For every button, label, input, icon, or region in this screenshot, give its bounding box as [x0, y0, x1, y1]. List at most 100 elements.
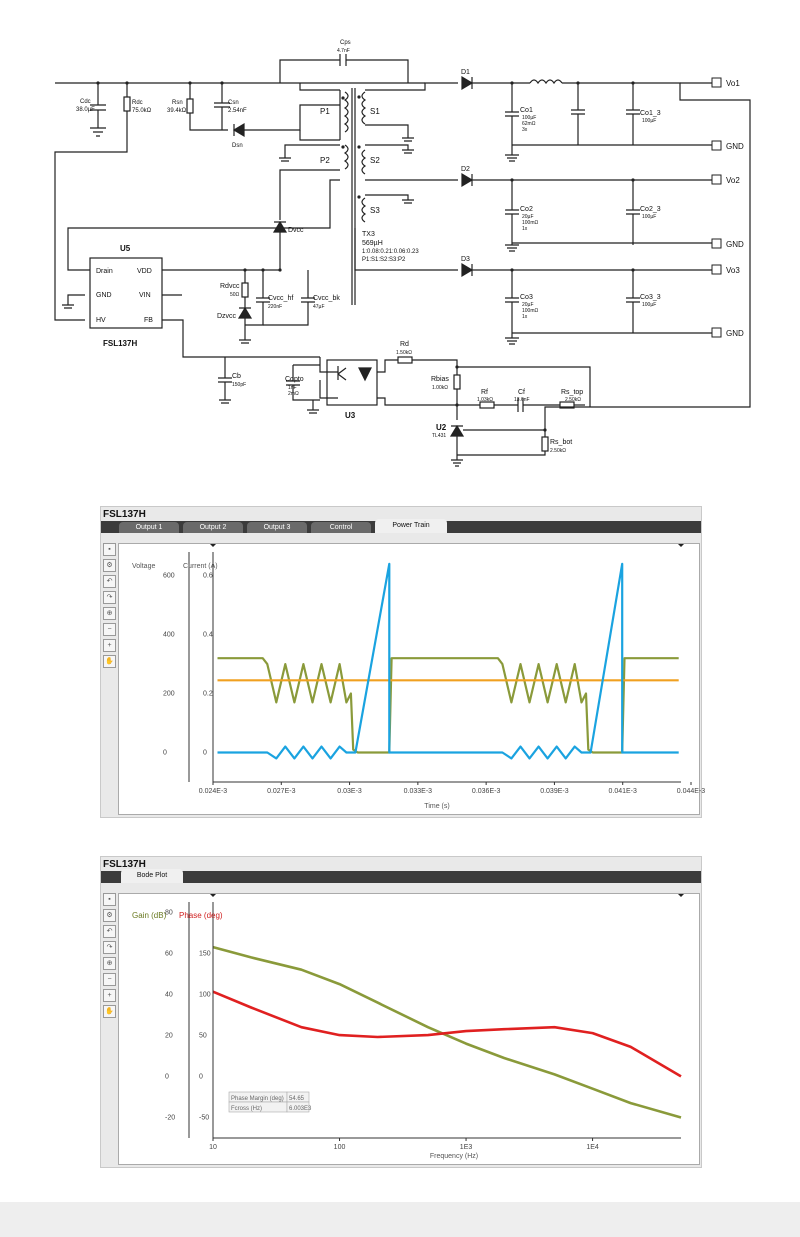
phase-tick-label: 150: [199, 950, 211, 957]
pin-fb: FB: [144, 317, 153, 324]
value-co3-n: 1x: [522, 314, 528, 320]
label-rbias: Rbias: [431, 376, 449, 383]
label-dsn: Dsn: [232, 143, 243, 149]
phase-tick-label: -50: [199, 1114, 209, 1121]
label-tx3: TX3: [362, 231, 375, 238]
tab-bode-plot[interactable]: Bode Plot: [121, 869, 183, 883]
value-cps: 4.7nF: [337, 48, 350, 54]
pin-vin: VIN: [139, 292, 151, 299]
value-co2-n: 1x: [522, 226, 528, 232]
gain-tick-label: 40: [165, 991, 173, 998]
voltage-tick-label: 200: [163, 691, 175, 698]
value-cf: 13.6nF: [514, 397, 530, 403]
x-tick-label: 10: [209, 1144, 217, 1151]
save-icon[interactable]: ▪: [103, 543, 116, 556]
label-co1-3: Co1_3: [640, 110, 661, 117]
label-rsn: Rsn: [172, 100, 183, 106]
label-csn: Csn: [228, 100, 239, 106]
axis-label-voltage: Voltage: [132, 563, 155, 570]
value-tx3-l: 569µH: [362, 240, 383, 247]
axis-label-frequency: Frequency (Hz): [430, 1153, 478, 1160]
label-cdc: Cdc: [80, 99, 91, 105]
series-line-gain: [212, 945, 682, 1119]
margin-readout: Phase Margin (deg) 54.65 Fcross (Hz) 6.0…: [228, 1091, 312, 1113]
zoom-out-icon[interactable]: −: [103, 623, 116, 636]
value-u2: TL431: [432, 433, 446, 439]
terminal-vo2: Vo2: [726, 176, 740, 185]
cursor-marker-right[interactable]: [678, 544, 684, 547]
gain-tick-label: 80: [165, 909, 173, 916]
zoom-in-icon[interactable]: +: [103, 639, 116, 652]
pan-hand-icon[interactable]: ✋: [103, 655, 116, 668]
label-u2: U2: [436, 423, 447, 432]
value-rd: 1.50kΩ: [396, 350, 412, 356]
value-rdvcc: 50Ω: [230, 292, 240, 298]
redo-icon[interactable]: ↷: [103, 591, 116, 604]
x-tick-label: 1E3: [460, 1144, 473, 1151]
terminal-gnd-1: GND: [726, 142, 744, 151]
value-tx3-windings: P1:S1:S2:S3:P2: [362, 257, 406, 263]
zoom-in-icon[interactable]: +: [103, 989, 116, 1002]
x-tick-label: 0.036E-3: [472, 788, 501, 795]
label-cb: Cb: [232, 373, 241, 380]
fcross-label: Fcross (Hz): [231, 1106, 262, 1112]
power-train-panel: FSL137H Output 1 Output 2 Output 3 Contr…: [100, 506, 705, 818]
label-cf: Cf: [518, 389, 525, 396]
value-co1-esr: 62mΩ: [522, 121, 536, 127]
redo-icon[interactable]: ↷: [103, 941, 116, 954]
cursor-marker-left[interactable]: [210, 544, 216, 547]
panel-title: FSL137H: [103, 859, 146, 870]
schematic: Cdc 38.0µF Rdc 75.0kΩ Rsn 39.4kΩ Csn 2.5…: [54, 40, 751, 467]
label-rs-top: Rs_top: [561, 389, 583, 396]
settings-icon[interactable]: ⚙: [103, 559, 116, 572]
tab-output-3[interactable]: Output 3: [247, 522, 307, 533]
gain-tick-label: -20: [165, 1114, 175, 1121]
current-tick-label: 0: [203, 750, 207, 757]
x-tick-label: 100: [334, 1144, 346, 1151]
current-tick-label: 0.4: [203, 632, 213, 639]
tab-bar: Bode Plot: [101, 869, 701, 883]
label-cvcc-bk: Cvcc_bk: [313, 295, 340, 302]
phase-tick-label: 100: [199, 991, 211, 998]
label-rf: Rf: [481, 389, 488, 396]
value-copto-r: 2mΩ: [288, 391, 299, 397]
tab-output-2[interactable]: Output 2: [183, 522, 243, 533]
label-d1: D1: [461, 69, 470, 76]
axis-label-phase: Phase (deg): [179, 911, 223, 920]
tab-output-1[interactable]: Output 1: [119, 522, 179, 533]
value-co2-c: 20µF: [522, 214, 534, 220]
voltage-tick-label: 0: [163, 750, 167, 757]
label-co3-3: Co3_3: [640, 294, 661, 301]
x-tick-label: 0.041E-3: [609, 788, 638, 795]
undo-icon[interactable]: ↶: [103, 575, 116, 588]
zoom-out-icon[interactable]: −: [103, 973, 116, 986]
value-co1-c: 100µF: [522, 115, 536, 121]
value-rs-bot: 2.50kΩ: [550, 448, 566, 454]
pan-hand-icon[interactable]: ✋: [103, 1005, 116, 1018]
label-d3: D3: [461, 256, 470, 263]
undo-icon[interactable]: ↶: [103, 925, 116, 938]
x-tick-label: 0.044E-3: [677, 788, 706, 795]
value-cb: 150pF: [232, 382, 246, 388]
value-cvcc-bk: 47µF: [313, 304, 325, 310]
label-cps: Cps: [340, 40, 351, 46]
save-icon[interactable]: ▪: [103, 893, 116, 906]
value-rs-top: 2.50kΩ: [565, 397, 581, 403]
pin-vdd: VDD: [137, 268, 152, 275]
label-rdc: Rdc: [132, 100, 143, 106]
value-rbias: 1.00kΩ: [432, 385, 448, 391]
zoom-fit-icon[interactable]: ⊕: [103, 607, 116, 620]
zoom-fit-icon[interactable]: ⊕: [103, 957, 116, 970]
tab-control[interactable]: Control: [311, 522, 371, 533]
series-line-phase: [212, 990, 682, 1078]
value-cvcc-hf: 220nF: [268, 304, 282, 310]
cursor-marker-right[interactable]: [678, 894, 684, 897]
tab-power-train[interactable]: Power Train: [375, 519, 447, 533]
label-s1: S1: [370, 107, 380, 116]
voltage-tick-label: 600: [163, 573, 175, 580]
settings-icon[interactable]: ⚙: [103, 909, 116, 922]
current-tick-label: 0.2: [203, 691, 213, 698]
cursor-marker-left[interactable]: [210, 894, 216, 897]
phase-tick-label: 50: [199, 1032, 207, 1039]
